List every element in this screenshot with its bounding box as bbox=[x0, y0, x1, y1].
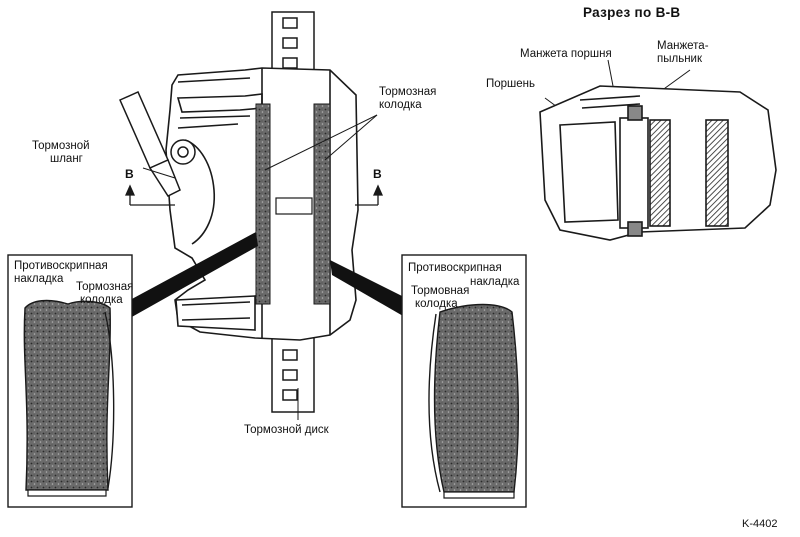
section-title: Разрез по B-B bbox=[583, 5, 681, 20]
brake-disc-label: Тормозной диск bbox=[244, 424, 329, 436]
section-mark-right: B bbox=[373, 167, 382, 181]
section-mark-left: B bbox=[125, 167, 134, 181]
section-bb-drawing bbox=[539, 85, 777, 241]
section-arrows bbox=[124, 184, 384, 206]
inner-brake-pads bbox=[255, 103, 331, 305]
right-shim-label-1: Противоскрипная bbox=[408, 262, 502, 274]
brake-hose-label-1: Тормозной bbox=[32, 140, 90, 152]
right-callout-wedge bbox=[330, 260, 410, 320]
dust-boot-label-1: Манжета- bbox=[657, 40, 709, 52]
left-pad-callout bbox=[7, 254, 133, 508]
disc-band bbox=[275, 197, 313, 215]
hose-fitting bbox=[119, 91, 196, 197]
right-shim-label-2: накладка bbox=[470, 276, 520, 288]
left-shim-label-2: накладка bbox=[14, 273, 64, 285]
piston-label: Поршень bbox=[486, 78, 536, 90]
brake-hose-label-2: шланг bbox=[50, 153, 83, 165]
left-pad-label-2: колодка bbox=[80, 294, 123, 306]
right-pad-callout bbox=[401, 254, 527, 508]
dust-boot-label-2: пыльник bbox=[657, 53, 703, 65]
right-pad-label-1: Тормовная bbox=[411, 285, 470, 297]
brake-pad-label-1: Тормозная bbox=[379, 86, 437, 98]
piston-seal-label: Манжета поршня bbox=[520, 48, 612, 60]
right-pad-label-2: колодка bbox=[415, 298, 458, 310]
left-shim-label-1: Противоскрипная bbox=[14, 260, 108, 272]
left-pad-label-1: Тормозная bbox=[76, 281, 134, 293]
figure-code: K-4402 bbox=[742, 518, 778, 530]
brake-pad-label-2: колодка bbox=[379, 99, 422, 111]
left-callout-wedge bbox=[130, 232, 258, 318]
